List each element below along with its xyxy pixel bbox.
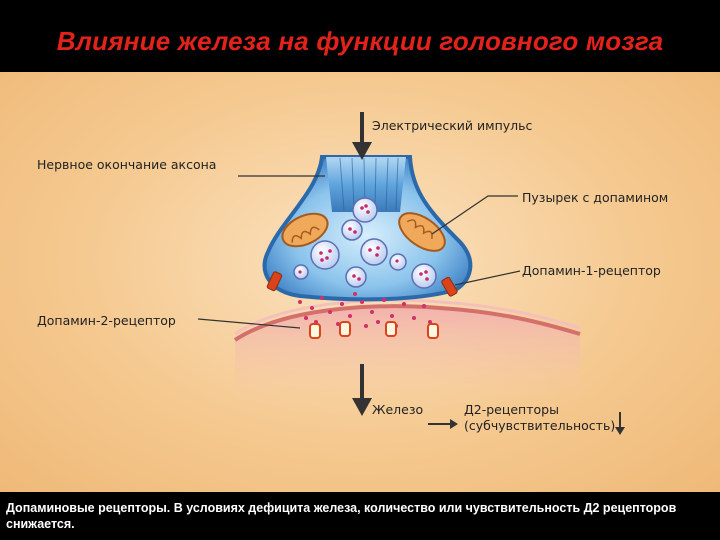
d1-receptor-label: Допамин-1-рецептор (522, 263, 661, 278)
mitochondrion-left (281, 212, 329, 248)
d1-receptors (266, 271, 458, 297)
synapse-diagram: Электрический импульс Нервное окончание … (0, 72, 720, 492)
slide-title: Влияние железа на функции головного мозг… (56, 26, 664, 56)
iron-effect-arrows (428, 412, 625, 435)
title-bar: Влияние железа на функции головного мозг… (0, 0, 720, 72)
sensitivity-label: (субчувствительность) (464, 418, 616, 433)
axon-terminal-label: Нервное окончание аксона (37, 157, 217, 172)
dopamine-vesicles (293, 197, 437, 289)
caption-text: Допаминовые рецепторы. В условиях дефици… (6, 501, 677, 531)
caption-bar: Допаминовые рецепторы. В условиях дефици… (0, 492, 720, 540)
mitochondrion-right (398, 212, 446, 252)
d2-receptor-label: Допамин-2-рецептор (37, 313, 176, 328)
iron-arrow (352, 364, 372, 416)
impulse-arrow (352, 112, 372, 160)
leader-lines (197, 175, 521, 329)
postsynaptic-membrane (233, 298, 581, 402)
impulse-label: Электрический импульс (372, 118, 533, 133)
vesicle-label: Пузырек с допамином (522, 190, 669, 205)
synapse-illustration (197, 112, 625, 435)
d2-receptors (309, 321, 439, 339)
d2-receptors-label: Д2-рецепторы (464, 402, 559, 417)
iron-label: Железо (372, 402, 424, 417)
